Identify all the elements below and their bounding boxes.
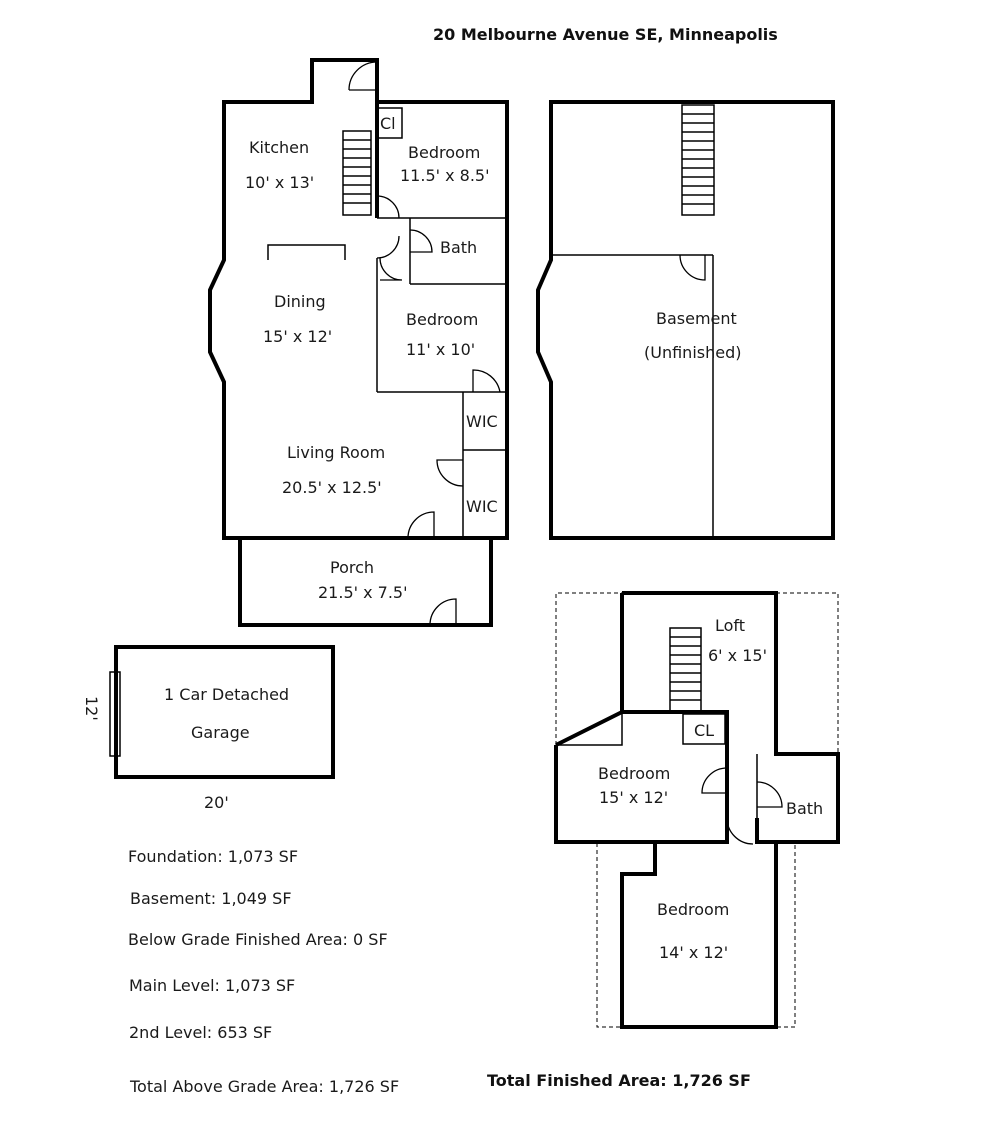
main-level-area: Main Level: 1,073 SF — [129, 976, 296, 995]
bedroom-2-label: Bedroom — [406, 310, 478, 329]
upper-bedroom-1-dims: 15' x 12' — [599, 788, 668, 807]
basement-stairs — [681, 104, 715, 216]
total-above-grade-area: Total Above Grade Area: 1,726 SF — [130, 1077, 400, 1096]
upper-bath-label: Bath — [786, 799, 823, 818]
bath-label: Bath — [440, 238, 477, 257]
garage-plan — [109, 645, 335, 779]
below-grade-area: Below Grade Finished Area: 0 SF — [128, 930, 388, 949]
porch-label: Porch — [330, 558, 374, 577]
loft-label: Loft — [715, 616, 745, 635]
kitchen-dims: 10' x 13' — [245, 173, 314, 192]
basement-area: Basement: 1,049 SF — [130, 889, 292, 908]
closet-label: Cl — [380, 114, 396, 133]
property-address-title: 20 Melbourne Avenue SE, Minneapolis — [433, 25, 778, 44]
bedroom-1-dims: 11.5' x 8.5' — [400, 166, 490, 185]
porch-plan — [238, 538, 493, 627]
garage-width: 20' — [204, 793, 229, 812]
living-room-dims: 20.5' x 12.5' — [282, 478, 382, 497]
total-finished-area: Total Finished Area: 1,726 SF — [487, 1071, 751, 1090]
loft-stairs — [669, 627, 702, 713]
kitchen-label: Kitchen — [249, 138, 309, 157]
living-room-label: Living Room — [287, 443, 385, 462]
foundation-area: Foundation: 1,073 SF — [128, 847, 299, 866]
garage-depth: 12' — [82, 696, 101, 721]
porch-dims: 21.5' x 7.5' — [318, 583, 408, 602]
main-level-plan — [208, 58, 509, 540]
wic-2-label: WIC — [466, 497, 498, 516]
bedroom-2-dims: 11' x 10' — [406, 340, 475, 359]
upper-bedroom-2-dims: 14' x 12' — [659, 943, 728, 962]
main-stairs — [342, 130, 372, 216]
upper-level-plan — [554, 591, 840, 1029]
upper-bedroom-2-label: Bedroom — [657, 900, 729, 919]
upper-closet-label: CL — [694, 721, 714, 740]
dining-label: Dining — [274, 292, 326, 311]
basement-label: Basement — [656, 309, 737, 328]
loft-dims: 6' x 15' — [708, 646, 767, 665]
upper-bedroom-1-label: Bedroom — [598, 764, 670, 783]
basement-note: (Unfinished) — [644, 343, 741, 362]
main-level-exterior-wall — [208, 58, 509, 540]
garage-label-line2: Garage — [191, 723, 250, 742]
bedroom-1-label: Bedroom — [408, 143, 480, 162]
wic-1-label: WIC — [466, 412, 498, 431]
second-level-area: 2nd Level: 653 SF — [129, 1023, 273, 1042]
basement-plan — [536, 100, 835, 540]
garage-label-line1: 1 Car Detached — [164, 685, 289, 704]
dining-dims: 15' x 12' — [263, 327, 332, 346]
